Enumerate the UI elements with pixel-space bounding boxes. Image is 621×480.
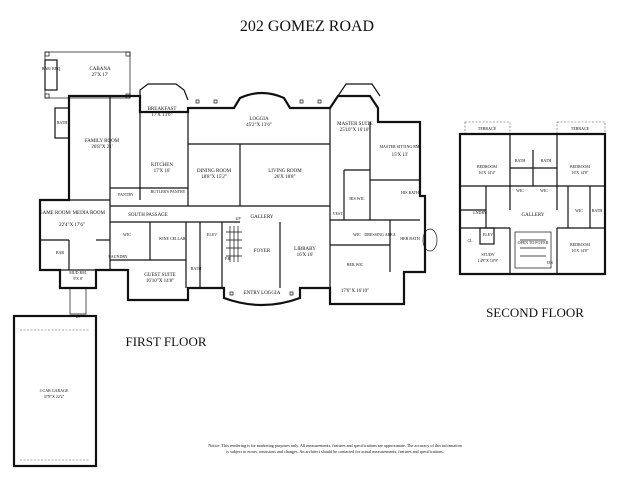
room-label: BEDROOM [570, 242, 590, 247]
disclaimer-line: is subject to errors, omissions and chan… [226, 449, 444, 455]
room-label: SOUTH PASSAGE [128, 213, 168, 218]
room-label: TERRACE [571, 126, 590, 131]
room-label: TERRACE [478, 126, 497, 131]
room-label: VEST. [333, 211, 344, 216]
room-dim: 22'4"X 17'6" [59, 223, 85, 228]
room-dim: 26'X 18'8" [274, 175, 295, 180]
room-label: WIC [540, 188, 548, 193]
stair-up-label: UP [75, 314, 81, 319]
room-label: P.R. [225, 256, 231, 261]
room-label: MASTER SITTING RM. [379, 144, 420, 149]
room-dim: 26'8"X 21' [91, 145, 112, 150]
room-dim: 16'X 14'4" [479, 170, 496, 175]
stair-down-label: DN [547, 260, 553, 265]
room-label: ELEV [207, 232, 217, 237]
room-label: DINING ROOM [197, 169, 232, 174]
room-label: BREAKFAST [148, 107, 177, 112]
room-label: BEDROOM [477, 164, 497, 169]
room-label: LAUNDRY [108, 254, 127, 259]
second-floor-labels: TERRACE TERRACE BEDROOM 16'X 14'4" BEDRO… [467, 126, 602, 320]
room-label: PANTRY [118, 192, 134, 197]
room-label: ENTRY LOGGIA [244, 291, 281, 296]
room-dim: 37'8"X 22'2" [44, 394, 65, 399]
room-dim: 16'X 14'8" [572, 170, 589, 175]
room-dim: 25'10"X 16'10" [340, 128, 371, 133]
room-label: CABANA [89, 67, 111, 72]
first-floor-label: FIRST FLOOR [125, 334, 206, 349]
room-label: FOYER [254, 249, 271, 254]
room-label: GAME ROOM/ MEDIA ROOM [39, 211, 106, 216]
room-dim: 27'X 17' [92, 73, 109, 78]
disclaimer-line: Notice: This rendering is for marketing … [208, 443, 462, 449]
room-label: LOGGIA [249, 117, 269, 122]
room-dim: 16'X 14'8" [572, 248, 589, 253]
room-dim: 14'8"X 10'9" [478, 258, 499, 263]
room-label: BATH [592, 208, 603, 213]
room-label: LIVING ROOM [268, 169, 302, 174]
room-label: DRESSING AREA [364, 232, 395, 237]
room-dim: 18'8"X 15'2" [201, 175, 227, 180]
stair-up-label: UP [235, 216, 241, 221]
room-label: HIS WIC [349, 196, 364, 201]
room-label: BEDROOM [570, 164, 590, 169]
room-label: LNDRY [473, 210, 487, 215]
room-label: FAMILY ROOM [85, 139, 120, 144]
room-label: WIC [516, 188, 524, 193]
room-label: BATH [541, 158, 552, 163]
plan-title: 202 GOMEZ ROAD [240, 18, 374, 35]
room-label: LIBRARY [294, 247, 316, 252]
room-label: CL [467, 238, 473, 243]
room-dim: 17'6"X 16'10" [341, 289, 369, 294]
room-dim: 17'X 13'6" [151, 113, 172, 118]
room-label: BUTLER'S PANTRY [151, 189, 186, 194]
second-floor-label: SECOND FLOOR [486, 305, 584, 320]
room-label: OPEN TO FOYER [518, 240, 549, 245]
room-label: HIS BATH [401, 190, 419, 195]
room-label: BATH [57, 120, 68, 125]
room-label: BATH [191, 266, 202, 271]
room-label: KITCHEN [151, 163, 173, 168]
room-label: STUDY [481, 252, 494, 257]
room-dim: 45'2"X 13'6" [246, 123, 272, 128]
room-label: GALLERY [250, 215, 273, 220]
room-label: BATH [515, 158, 526, 163]
room-label: ELEV [483, 232, 493, 237]
first-floor-labels: CABANA 27'X 17' BAR/ BBQ BATH FAMILY ROO… [39, 66, 421, 399]
room-dim: 17'X 16' [154, 169, 171, 174]
room-label: BAR/ BBQ [42, 66, 61, 71]
room-label: GUEST SUITE [144, 273, 175, 278]
room-label: WIC [123, 232, 131, 237]
room-label: WIC [575, 208, 583, 213]
room-label: BAR [56, 250, 65, 255]
second-floor-walls [458, 121, 607, 276]
room-label: GALLERY [521, 213, 544, 218]
room-label: HER BATH [400, 236, 420, 241]
room-label: MASTER SUITE [337, 122, 373, 127]
room-label: WIC [353, 232, 361, 237]
room-dim: 16'10"X 14'8" [146, 279, 174, 284]
first-floor-walls [12, 51, 438, 468]
room-label: MUD RM. [69, 270, 87, 275]
room-dim: 16'X 16' [297, 253, 314, 258]
room-label: WINE CELLAR [159, 236, 186, 241]
room-dim: 9'X 8' [73, 276, 83, 281]
room-label: 3 CAR GARAGE [40, 388, 69, 393]
room-label: HER WIC [347, 262, 364, 267]
room-dim: 15'X 13' [392, 153, 409, 158]
